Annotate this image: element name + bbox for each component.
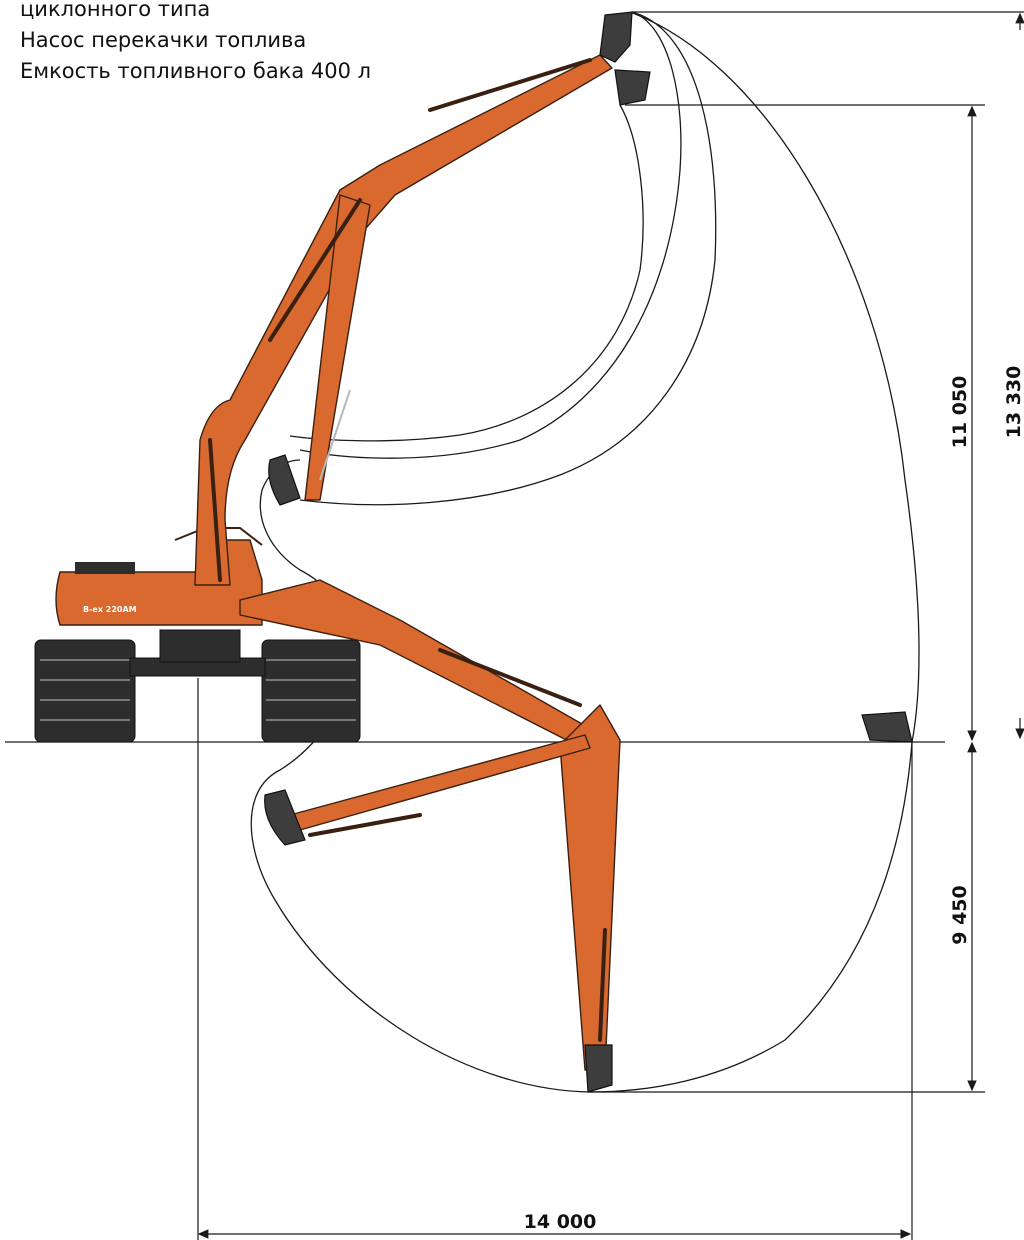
dim-label-reach-height: 11 050 xyxy=(949,376,971,449)
bucket-ground xyxy=(861,711,913,743)
spec-text-block: циклонного типа Насос перекачки топлива … xyxy=(20,0,371,87)
excavator-body: B-ex 220AM xyxy=(55,527,263,626)
spec-line: циклонного типа xyxy=(20,0,211,21)
boom-raised xyxy=(194,54,613,586)
dim-label-max-reach: 14 000 xyxy=(524,1211,597,1233)
spec-line: Емкость топливного бака 400 л xyxy=(20,59,372,83)
bucket-top xyxy=(599,11,633,63)
boom-extended xyxy=(239,579,621,1071)
dim-label-dig-depth: 9 450 xyxy=(949,885,971,945)
bucket-mid xyxy=(268,454,301,506)
excavator-undercarriage xyxy=(34,629,361,743)
model-label: B-ex 220AM xyxy=(83,605,137,614)
bucket-deep xyxy=(584,1044,613,1093)
spec-line: Насос перекачки топлива xyxy=(20,28,307,52)
dim-label-max-height: 13 330 xyxy=(1003,366,1024,439)
bucket-low xyxy=(264,789,306,846)
bucket-high xyxy=(614,69,651,106)
